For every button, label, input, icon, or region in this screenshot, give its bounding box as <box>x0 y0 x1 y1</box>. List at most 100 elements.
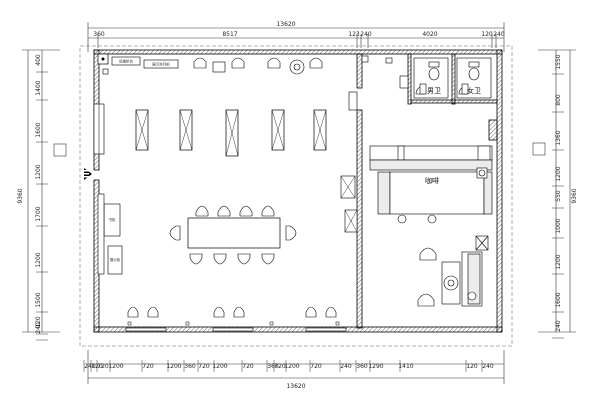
dim-left-1: 1400 <box>35 80 42 95</box>
bottom-windows <box>125 327 347 332</box>
dim-bottom-8: 1200 <box>212 363 227 370</box>
sign-square <box>102 68 109 75</box>
dim-right-1: 800 <box>555 94 562 106</box>
dim-right-2: 1360 <box>555 130 562 145</box>
dim-right-0: 1550 <box>555 54 562 69</box>
display-cabinet <box>143 59 179 69</box>
conference-chairs <box>169 205 297 265</box>
dim-top-3: 240 <box>360 31 372 38</box>
showcase-label: 展示柜 <box>110 257 121 262</box>
column-marker-right <box>532 142 546 156</box>
dim-top-6: 240 <box>493 31 505 38</box>
dim-bottom-16: 1290 <box>368 363 383 370</box>
entrance-arrow <box>84 168 92 180</box>
dim-bottom-4: 720 <box>142 363 154 370</box>
dim-bottom-7: 720 <box>198 363 210 370</box>
conference-chair <box>239 205 253 217</box>
side-chair <box>305 306 317 318</box>
dim-left-3: 1200 <box>35 164 42 179</box>
dim-top-4: 4020 <box>422 31 437 38</box>
conference-chair <box>285 225 297 241</box>
dim-bottom-5: 1200 <box>166 363 181 370</box>
dim-bottom-15: 360 <box>356 363 368 370</box>
dim-left-5: 1200 <box>35 252 42 267</box>
low-counter <box>111 56 141 66</box>
left-dimensions <box>22 49 60 341</box>
right-dimensions <box>538 49 576 339</box>
dim-left-4: 1700 <box>35 206 42 221</box>
side-chair <box>325 306 337 318</box>
side-chair <box>233 306 245 318</box>
dim-bottom-18: 120 <box>466 363 478 370</box>
conference-chair <box>189 253 203 265</box>
coffee-bar <box>369 145 493 215</box>
dim-total-height-right: 9360 <box>571 188 578 203</box>
dim-bottom-19: 240 <box>482 363 494 370</box>
conference-chair <box>237 253 251 265</box>
top-dimensions <box>87 22 505 52</box>
dim-top-1: 8517 <box>222 31 237 38</box>
dim-bottom-17: 1410 <box>398 363 413 370</box>
side-chair <box>147 306 159 318</box>
coffee-stools <box>397 214 437 224</box>
coffee-label: 咖啡 <box>425 176 439 185</box>
dim-left-8: 240 <box>35 322 42 334</box>
left-rack-tall-1 <box>97 193 105 275</box>
dim-bottom-10: 360 <box>267 363 279 370</box>
column-dot <box>101 57 105 61</box>
conference-chair <box>261 205 275 217</box>
dim-bottom-14: 240 <box>340 363 352 370</box>
dim-bottom-12: 1200 <box>284 363 299 370</box>
dim-bottom-13: 720 <box>310 363 322 370</box>
partition-panel <box>348 91 358 111</box>
dim-top-0: 360 <box>93 31 105 38</box>
low-counter-label: 低矮柜台 <box>119 59 133 64</box>
conference-chair <box>261 253 275 265</box>
column-marker-left <box>53 143 67 157</box>
dim-bottom-11: 720 <box>274 363 286 370</box>
small-fixture <box>361 55 369 63</box>
dim-left-0: 400 <box>35 54 42 66</box>
mens-restroom-label: 男卫 <box>427 87 441 95</box>
dim-right-8: 240 <box>555 320 562 332</box>
display-podiums <box>135 109 327 157</box>
dim-bottom-3: 1200 <box>108 363 123 370</box>
dim-right-3: 1200 <box>555 166 562 181</box>
side-chair <box>213 306 225 318</box>
site-boundary <box>79 45 513 347</box>
restroom-area <box>399 57 492 99</box>
dim-right-6: 1200 <box>555 254 562 269</box>
wall-fixture <box>335 321 340 326</box>
small-fixture-2 <box>385 57 393 64</box>
dim-total-width-bottom: 13620 <box>286 383 305 390</box>
side-chair <box>127 306 139 318</box>
wall-fixture <box>127 321 132 326</box>
bookshelf-label: 书柜 <box>109 217 116 222</box>
top-lounge-group <box>193 57 323 75</box>
conference-chair <box>195 205 209 217</box>
dim-top-5: 120 <box>481 31 493 38</box>
lounge-area <box>417 235 489 307</box>
showcase <box>107 245 123 275</box>
womens-restroom-label: 女卫 <box>467 86 481 95</box>
dim-right-4: 550 <box>555 190 562 202</box>
dim-left-2: 1600 <box>35 122 42 137</box>
dim-bottom-9: 720 <box>242 363 254 370</box>
dim-bottom-0: 240 <box>84 363 96 370</box>
dim-right-7: 1600 <box>555 292 562 307</box>
dim-total-width-top: 13620 <box>276 21 295 28</box>
conference-chair <box>213 253 227 265</box>
bottom-chairs-row <box>127 306 340 326</box>
conference-chair <box>217 205 231 217</box>
conference-table <box>187 217 281 249</box>
display-cabinet-label: 展示陈列柜 <box>152 62 170 67</box>
conference-chair <box>169 225 181 241</box>
dim-bottom-1: 120 <box>91 363 103 370</box>
dim-left-6: 1500 <box>35 292 42 307</box>
dim-bottom-6: 360 <box>184 363 196 370</box>
dim-total-height-left: 9360 <box>17 188 24 203</box>
dim-right-5: 1000 <box>555 218 562 233</box>
